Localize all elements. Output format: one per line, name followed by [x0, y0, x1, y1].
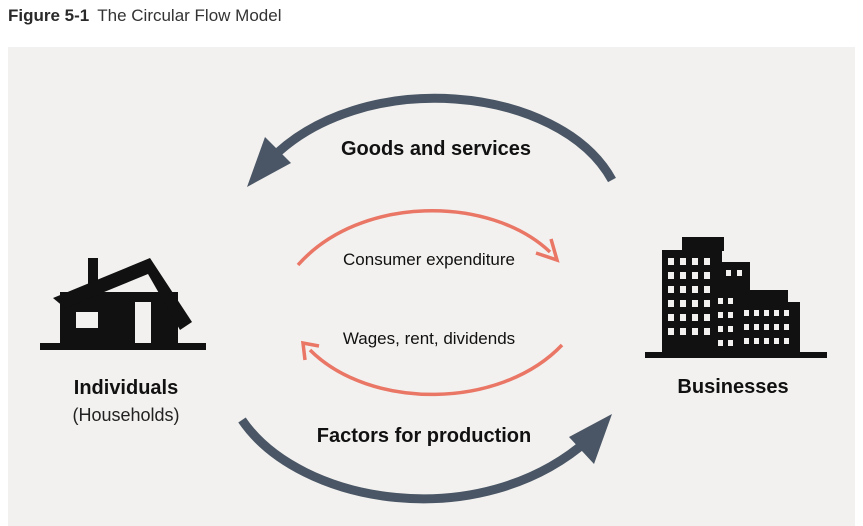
- consumer-expenditure-arrow: [296, 209, 560, 267]
- wages-rent-dividends-label: Wages, rent, dividends: [342, 329, 516, 348]
- house-icon: [40, 258, 206, 350]
- goods-services-label: Goods and services: [340, 138, 532, 160]
- businesses-label: Businesses: [677, 376, 789, 398]
- goods-services-arrow: [247, 93, 616, 187]
- figure-title: The Circular Flow Model: [97, 6, 282, 25]
- figure-number: Figure 5-1: [8, 6, 90, 25]
- factors-production-label: Factors for production: [316, 425, 532, 447]
- households-sublabel: (Households): [72, 405, 180, 425]
- figure-caption: Figure 5-1 The Circular Flow Model: [8, 6, 281, 26]
- wages-rent-dividends-arrow: [300, 340, 564, 397]
- households-label: Individuals: [73, 377, 179, 399]
- factors-production-arrow: [238, 414, 612, 504]
- consumer-expenditure-label: Consumer expenditure: [343, 250, 515, 269]
- office-buildings-icon: [645, 237, 827, 358]
